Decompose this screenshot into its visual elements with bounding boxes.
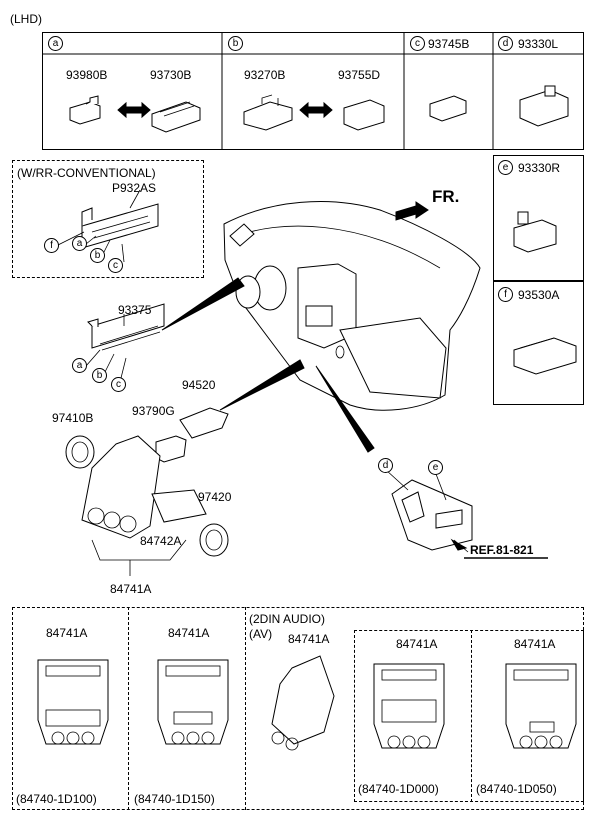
callout-b: b <box>228 36 243 51</box>
variant-part: 84741A <box>396 637 438 651</box>
conventional-label: (W/RR-CONVENTIONAL) <box>17 166 156 180</box>
bracket-94520 <box>179 407 229 439</box>
top-parts-table <box>42 32 584 150</box>
module-84742a <box>151 489 207 523</box>
leader-console <box>315 365 375 453</box>
part-93755d: 93755D <box>338 68 381 82</box>
part-93980b: 93980B <box>66 68 108 82</box>
leader-94520 <box>219 359 305 411</box>
part-93790g: 93790G <box>132 404 175 418</box>
variant-part: 84741A <box>46 626 88 640</box>
variants-subbox <box>354 630 584 802</box>
audio-label: (2DIN AUDIO) <box>249 612 326 626</box>
part-93375: 93375 <box>118 303 152 317</box>
variant-fascia-2 <box>157 659 229 745</box>
part-84741a: 84741A <box>110 582 152 596</box>
variant-code: (84740-1D050) <box>476 782 557 796</box>
switch-93745b <box>429 95 467 122</box>
part-p932as: P932AS <box>112 181 157 195</box>
variant-part: 84741A <box>514 637 556 651</box>
bezel-93375 <box>87 303 165 351</box>
dashboard <box>223 201 481 411</box>
variant-fascia-4 <box>373 663 445 749</box>
callout-a-conv: a <box>72 236 87 251</box>
variant-fascia-5 <box>505 663 577 749</box>
callout-d: d <box>498 36 513 51</box>
part-93270b: 93270B <box>244 68 286 82</box>
ref-label: REF.81-821 <box>470 543 534 557</box>
part-97410b: 97410B <box>52 411 94 425</box>
leader-93375 <box>161 277 245 331</box>
part-93745b: 93745B <box>428 37 470 51</box>
callout-f-conv: f <box>44 238 59 253</box>
callout-a: a <box>48 36 63 51</box>
fr-label: FR. <box>432 187 460 206</box>
variant-part: 84741A <box>168 626 210 640</box>
switch-93730b <box>151 101 201 133</box>
variant-code: (84740-1D150) <box>134 792 215 806</box>
center-fascia <box>81 435 161 539</box>
switch-93980b <box>69 95 101 125</box>
switch-93270b <box>243 94 293 131</box>
part-94520: 94520 <box>182 378 216 392</box>
callout-e-main: e <box>428 460 443 475</box>
switch-93330l <box>519 85 569 127</box>
callout-c-main: c <box>111 377 126 392</box>
callout-e: e <box>498 160 513 175</box>
switch-93330r <box>513 211 557 253</box>
part-93530a: 93530A <box>518 288 560 302</box>
panel-f <box>493 281 584 405</box>
switch-93755d <box>343 99 385 131</box>
ref-arrow <box>450 538 468 551</box>
variant-code: (84740-1D100) <box>16 792 97 806</box>
double-arrow-a <box>117 101 151 119</box>
part-97420: 97420 <box>198 490 232 504</box>
conventional-box <box>12 160 204 278</box>
callout-c-conv: c <box>108 258 123 273</box>
variants-divider <box>128 607 246 810</box>
vent-97410b <box>65 435 95 469</box>
callout-b-main: b <box>92 368 107 383</box>
callout-d-main: d <box>378 458 393 473</box>
variant-fascia-1 <box>37 659 109 745</box>
console-panel <box>385 469 473 553</box>
part-93330r: 93330R <box>518 161 561 175</box>
av-label: (AV) <box>249 627 273 641</box>
variant-label: (LHD) <box>10 12 42 26</box>
variant-fascia-3 <box>271 655 335 751</box>
part-84742a: 84742A <box>140 534 182 548</box>
callout-b-conv: b <box>90 248 105 263</box>
vent-97420 <box>199 523 229 557</box>
panel-e <box>493 155 584 281</box>
callout-c: c <box>410 36 425 51</box>
part-93330l: 93330L <box>518 37 559 51</box>
variant-part: 84741A <box>288 632 330 646</box>
connector-93790g <box>155 435 187 463</box>
variant-code: (84740-1D000) <box>358 782 439 796</box>
fr-arrow <box>395 201 429 221</box>
switch-93530a <box>513 337 577 375</box>
callout-f: f <box>498 287 513 302</box>
callout-a-main: a <box>72 358 87 373</box>
double-arrow-b <box>299 101 333 119</box>
part-93730b: 93730B <box>150 68 192 82</box>
